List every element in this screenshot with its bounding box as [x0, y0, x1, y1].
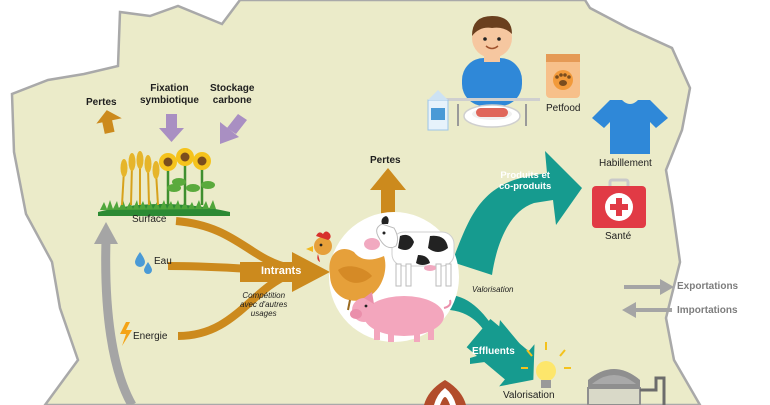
pertes-mid-label: Pertes — [370, 155, 401, 166]
intrants-flows — [167, 217, 330, 340]
surface-label: Surface — [132, 214, 167, 225]
shield-icon — [424, 380, 466, 405]
pig-icon — [350, 292, 452, 342]
person-eating-icon — [440, 16, 540, 106]
purple-diagonal-arrow-icon — [220, 114, 247, 144]
competition-label: Compétition avec d'autres usages — [240, 291, 288, 319]
light-bulb-icon — [521, 342, 571, 388]
recycle-arrow — [101, 239, 136, 405]
importations-label: Importations — [677, 305, 738, 316]
importations-arrow — [622, 302, 672, 318]
cow-icon — [364, 216, 455, 287]
produits-flow — [452, 151, 582, 275]
biogas-tank-icon — [587, 369, 666, 405]
purple-down-arrow-icon — [159, 114, 184, 142]
chicken-icon — [306, 231, 386, 311]
exportations-arrow — [624, 279, 674, 295]
intrants-label: Intrants — [261, 265, 302, 277]
orange-up-arrow-mid-icon — [370, 168, 406, 214]
petfood-label: Petfood — [546, 103, 581, 114]
valorisation-label: Valorisation — [503, 390, 555, 401]
petfood-bag-icon — [546, 54, 580, 98]
recycle-arrow-head — [94, 222, 118, 244]
intrants-arrow — [240, 252, 330, 292]
wheat-sunflower-field-icon — [98, 148, 230, 216]
exportations-label: Exportations — [677, 281, 739, 292]
milk-carton-icon — [427, 90, 449, 131]
sante-label: Santé — [605, 231, 632, 242]
valorisation-italic-label: Valorisation — [472, 285, 514, 294]
habillement-label: Habillement — [599, 158, 652, 169]
pertes-top-label: Pertes — [86, 97, 117, 108]
lightning-icon — [120, 322, 132, 346]
plate-sausage-icon — [457, 104, 527, 128]
orange-up-arrow-icon — [96, 110, 122, 134]
effluents-flow — [450, 295, 535, 387]
effluents-label: Effluents — [472, 346, 515, 357]
stockage-label: Stockage carbone — [210, 83, 255, 106]
first-aid-kit-icon — [592, 178, 646, 228]
tshirt-icon — [592, 100, 668, 154]
fixation-label: Fixation symbiotique — [140, 83, 199, 106]
energie-label: Energie — [133, 331, 168, 342]
france-map — [10, 0, 702, 405]
water-drops-icon — [135, 252, 152, 274]
eau-label: Eau — [154, 256, 172, 267]
produits-label: Produits et co-produits — [499, 170, 552, 192]
